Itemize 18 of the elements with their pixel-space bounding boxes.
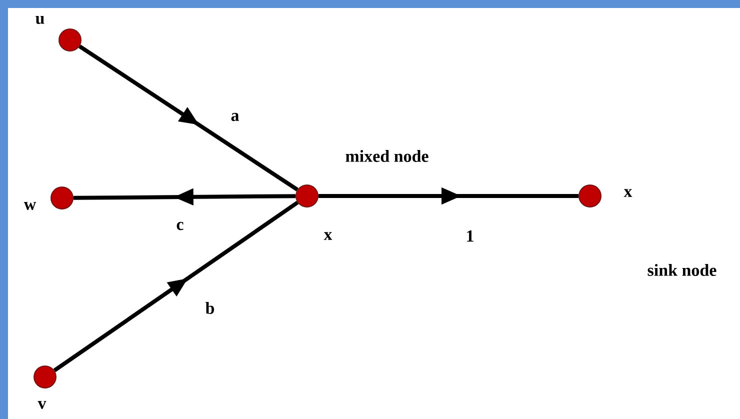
node-circle (34, 365, 56, 388)
edge-label: b (204, 301, 216, 315)
node-circle (578, 184, 602, 208)
node-label: v (38, 401, 46, 409)
caption-text: sink node (648, 264, 716, 276)
edge-label: c (175, 220, 185, 232)
edge-label: 1 (464, 229, 476, 243)
edge-label: a (230, 112, 240, 122)
node-circle (296, 184, 318, 208)
node-label: u (36, 16, 44, 24)
node-label: mixed node (346, 150, 428, 162)
node-circle (58, 28, 82, 52)
node-label: x (624, 189, 632, 197)
arrow (53, 200, 299, 372)
node-label: w (24, 202, 36, 210)
node-label: x (324, 232, 332, 240)
arrow (78, 44, 298, 192)
node-circle (50, 186, 74, 210)
